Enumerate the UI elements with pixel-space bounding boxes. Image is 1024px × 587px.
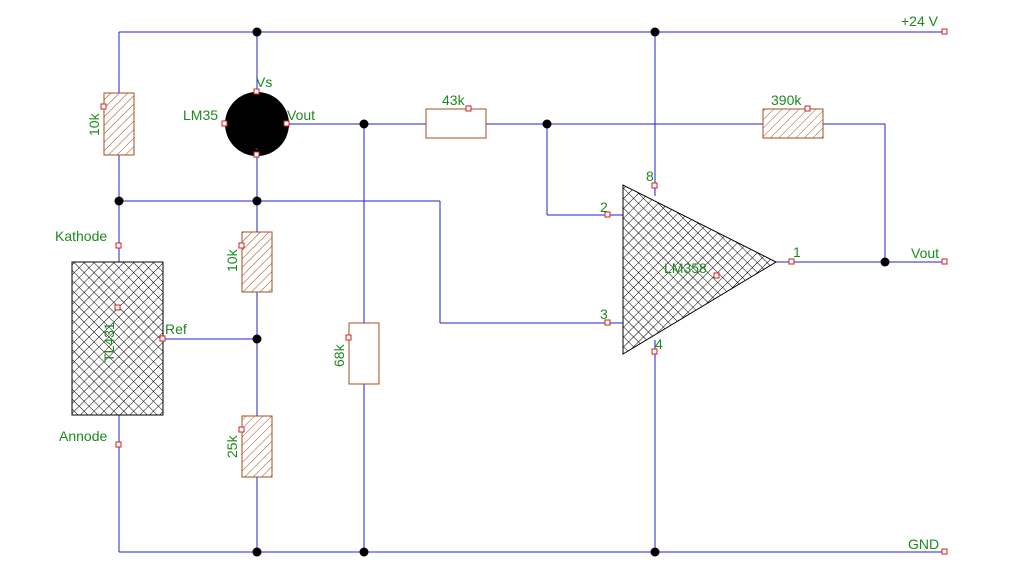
pin-marker (159, 335, 166, 342)
junction-dot (359, 119, 369, 129)
pin-marker (253, 88, 260, 95)
pin-marker (114, 304, 121, 311)
pin-marker (115, 441, 122, 448)
pin-marker (651, 182, 658, 189)
junction-dot (650, 27, 660, 37)
resistor-25k (241, 415, 273, 478)
vcc-label: +24 V (901, 13, 939, 29)
pin-marker (238, 242, 245, 249)
pin-marker (115, 242, 122, 249)
junction-dot (252, 27, 262, 37)
tl431-label: TL431 (101, 322, 117, 362)
resistor-68k (348, 322, 380, 385)
lm35-label: LM35 (183, 107, 218, 123)
pin-markers (100, 28, 948, 555)
junction-dot (359, 547, 369, 557)
pin-marker (788, 258, 795, 265)
opamp-body (622, 184, 778, 355)
opamp-label: LM358 (664, 260, 707, 276)
pin-marker (345, 334, 352, 341)
pin-marker (941, 258, 948, 265)
opamp-pin8-label: 8 (646, 168, 654, 184)
resistor-25k-label: 25k (224, 434, 240, 458)
pin-marker (238, 426, 245, 433)
pin-marker (713, 272, 720, 279)
pin-marker (604, 319, 611, 326)
pin-marker (941, 548, 948, 555)
junction-dot (880, 257, 890, 267)
pin-marker (283, 120, 290, 127)
junction-dot (252, 334, 262, 344)
opamp-pin2-label: 2 (600, 199, 608, 215)
pin-marker (465, 105, 472, 112)
tl431-annode-label: Annode (59, 428, 107, 444)
opamp-pin1-label: 1 (793, 244, 801, 260)
pin-marker (941, 28, 948, 35)
lm35-vout-label: Vout (287, 107, 315, 123)
resistor-10k-top-left (103, 92, 135, 156)
pin-marker (221, 120, 228, 127)
pin-marker (253, 151, 260, 158)
junction-dot (114, 196, 124, 206)
resistor-10k-mid (241, 231, 273, 293)
vout-output-label: Vout (911, 245, 939, 261)
tl431-ref-label: Ref (165, 321, 187, 337)
pin-marker (604, 211, 611, 218)
lm35-body (225, 92, 289, 156)
tl431-body (71, 261, 164, 416)
resistor-390k (762, 108, 824, 139)
pin-marker (100, 103, 107, 110)
junction-dot (542, 119, 552, 129)
resistor-68k-label: 68k (331, 343, 347, 367)
resistor-10k-top-left-label: 10k (86, 112, 102, 136)
junction-dot (252, 547, 262, 557)
pin-marker (804, 105, 811, 112)
resistor-390k-label: 390k (771, 92, 802, 108)
gnd-label: GND (908, 536, 939, 552)
resistor-43k-label: 43k (442, 92, 466, 108)
junction-dot (252, 196, 262, 206)
pin-marker (651, 348, 658, 355)
junctions (114, 27, 890, 557)
junction-dot (650, 547, 660, 557)
resistor-10k-mid-label: 10k (224, 248, 240, 272)
lm35-vs-label: Vs (256, 74, 272, 90)
lm35-minus-label: - (255, 143, 259, 155)
opamp-pin4-label: 4 (655, 336, 663, 352)
tl431-kathode-label: Kathode (55, 228, 107, 244)
opamp-pin3-label: 3 (600, 306, 608, 322)
labels: +24 V GND Vout LM35 Vs Vout - 10k 10k 25… (55, 13, 939, 552)
resistor-43k (425, 108, 487, 139)
